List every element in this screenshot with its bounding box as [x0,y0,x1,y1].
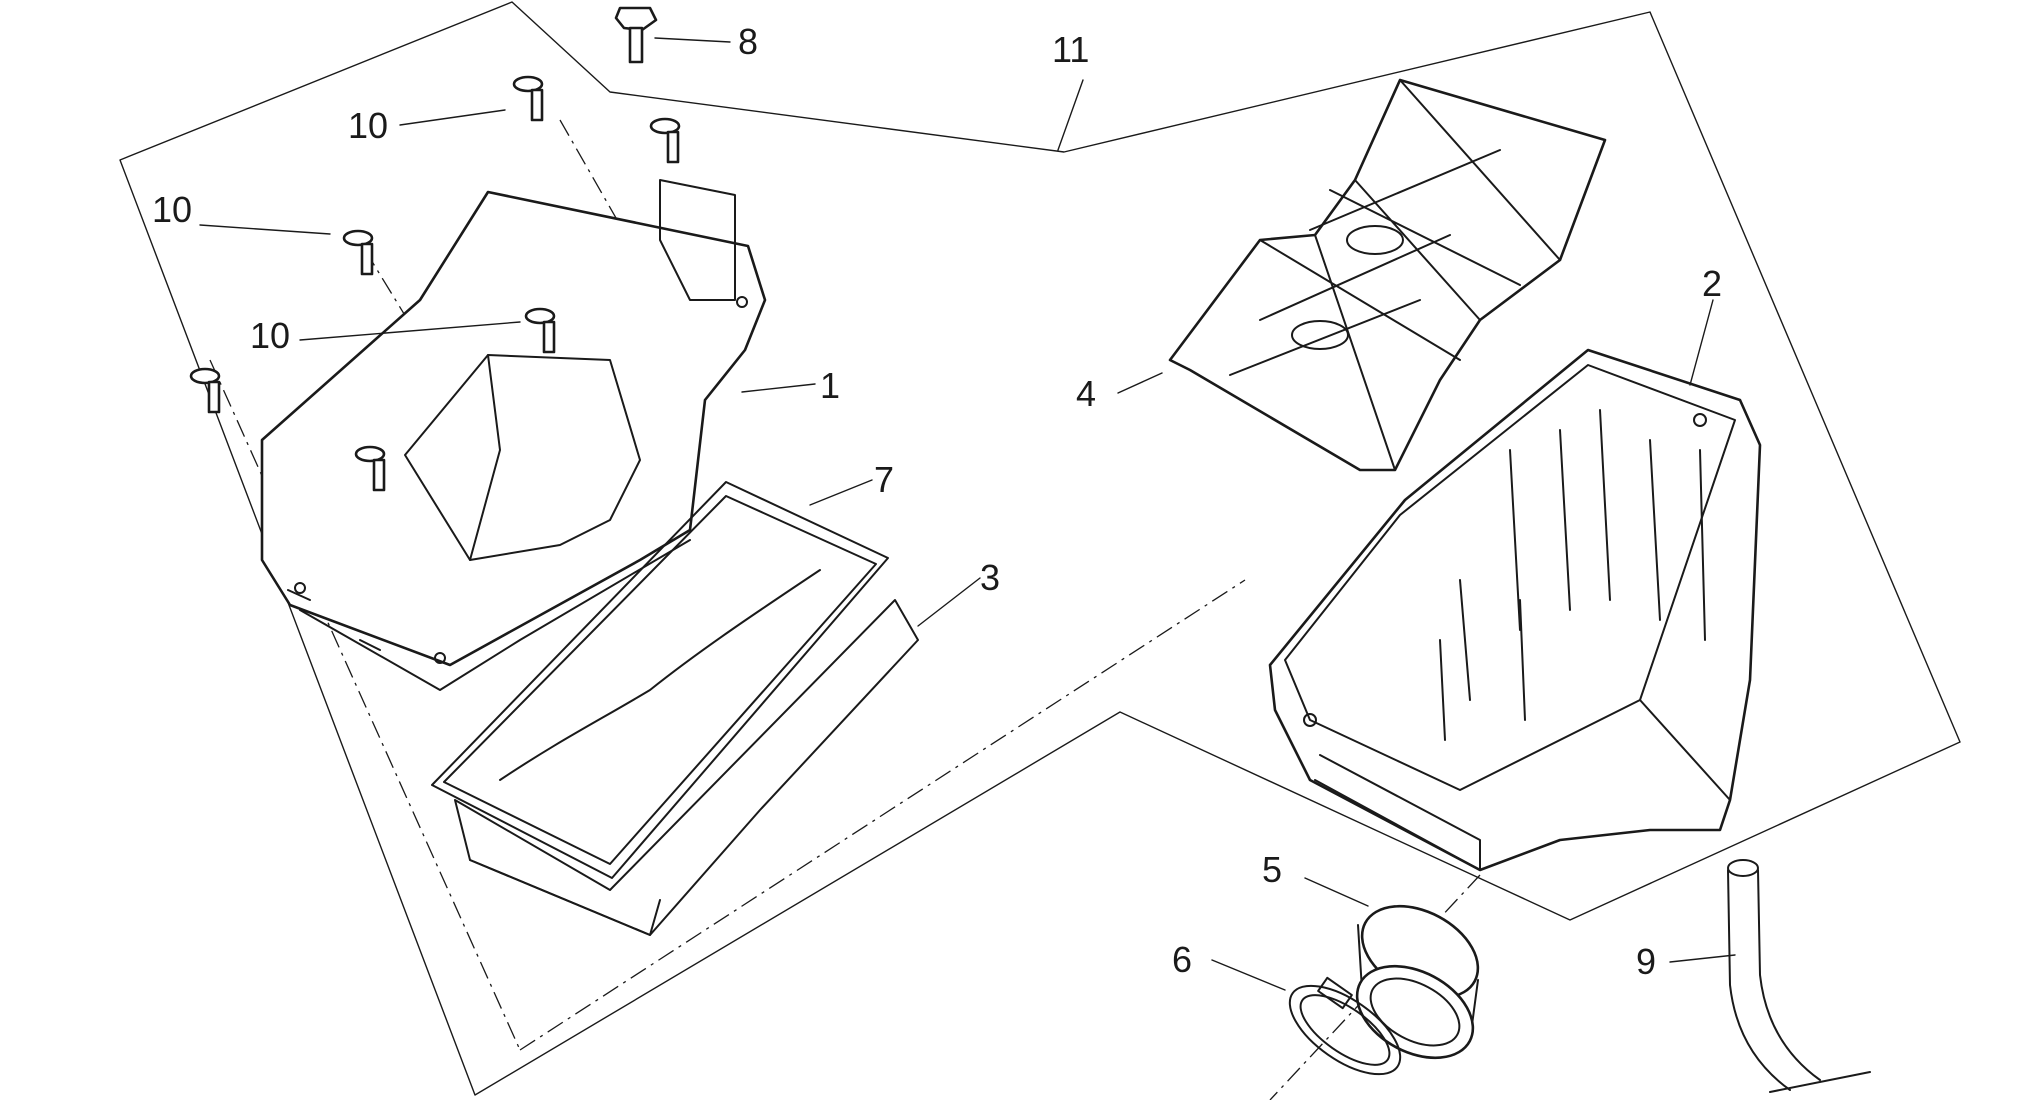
part-6-hose-clamp [1288,976,1402,1076]
screw-10-e [189,367,221,414]
part-9-drain-hose [1727,859,1871,1093]
assembly-boundary-outline [119,1,1961,1096]
callout-9: 9 [1636,941,1656,982]
callout-5: 5 [1262,849,1282,890]
callout-10-top: 10 [348,105,388,146]
part-2-lower-box [1268,348,1762,872]
callout-4: 4 [1076,373,1096,414]
part-7-gasket [431,481,889,879]
callout-10-left: 10 [152,189,192,230]
part-3-filter-tray [454,569,919,936]
screw-10-d [524,307,556,354]
callout-6: 6 [1172,939,1192,980]
screw-10-c [342,229,374,276]
callout-8: 8 [738,21,758,62]
callout-10-middle: 10 [250,315,290,356]
part-1-upper-cover [260,179,767,691]
callout-labels: 1 2 3 4 5 6 7 8 9 10 10 10 11 [152,21,1722,982]
screw-10-a [512,75,544,122]
screw-10-f [354,445,386,492]
leader-lines [199,37,1736,991]
callout-1: 1 [820,365,840,406]
part-5-intake-sleeve [1355,904,1480,1060]
callout-3: 3 [980,557,1000,598]
callout-7: 7 [874,459,894,500]
part-8-bolt [614,6,658,64]
callout-11: 11 [1052,29,1089,70]
part-10-screws [189,75,681,492]
part-4-filter-element [1168,78,1607,472]
screw-10-b [649,117,681,164]
callout-2: 2 [1702,263,1722,304]
